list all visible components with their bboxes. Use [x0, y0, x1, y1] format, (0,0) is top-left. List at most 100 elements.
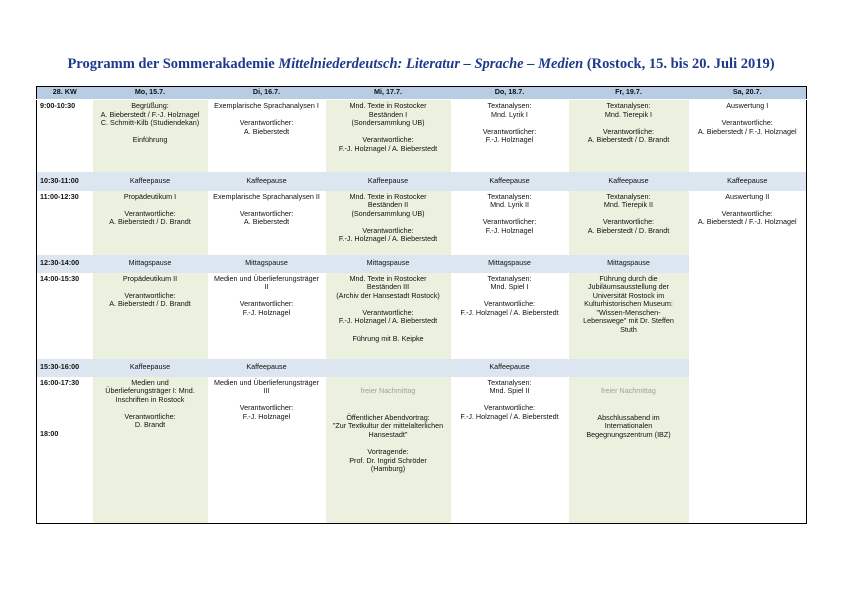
time-start: 16:00-17:30	[40, 377, 80, 387]
line: F.-J. Holznagel	[242, 307, 291, 317]
line: Verantwortliche:	[362, 135, 414, 145]
line: Mnd. Lyrik I	[491, 109, 528, 119]
line: A. Bieberstedt / D. Brandt	[587, 135, 670, 145]
row-afternoon-1: 14:00-15:30 Propädeutikum II Verantwortli…	[37, 272, 807, 359]
cell-mi	[325, 358, 451, 377]
line: F.-J. Holznagel	[485, 135, 534, 145]
line: Mnd. Spiel I	[490, 282, 529, 292]
cell-do: Kaffeepause	[450, 171, 569, 191]
line: Mnd. Tierepik I	[604, 109, 653, 119]
line: Medien und Überlieferungsträger	[213, 377, 320, 387]
line: Verantwortliche:	[721, 208, 773, 218]
line: Beständen II	[367, 200, 409, 210]
line: III	[263, 386, 270, 396]
row-morning-1: 9:00-10:30 Begrüßung:A. Bieberstedt / F.…	[37, 99, 807, 172]
line: Jubiläumsausstellung der	[587, 282, 670, 292]
header-mo: Mo, 15.7.	[92, 86, 208, 100]
line: Verantwortliche:	[721, 118, 773, 128]
cell-do: Mittagspause	[450, 254, 569, 273]
line: Lebenswege" mit Dr. Steffen	[583, 316, 674, 326]
page-title: Programm der Sommerakademie Mittelnieder…	[0, 56, 842, 73]
time-cell: 9:00-10:30	[40, 101, 76, 110]
line: Verantwortliche:	[124, 208, 176, 218]
line: Verantwortlicher:	[482, 217, 537, 227]
line: Verantwortliche:	[124, 290, 176, 300]
line: Verantwortlicher:	[239, 403, 294, 413]
line: Mnd. Texte in Rostocker	[349, 191, 427, 201]
line: F.-J. Holznagel / A. Bieberstedt	[338, 316, 438, 326]
line: (Sondersammlung UB)	[351, 208, 425, 218]
header-fr: Fr, 19.7.	[568, 86, 689, 100]
line: Verantwortliche:	[602, 217, 655, 227]
line: Propädeutikum II	[122, 273, 178, 283]
line: Mnd. Lyrik II	[490, 200, 529, 210]
line: Textanalysen:	[487, 191, 532, 201]
title-suffix: (Rostock, 15. bis 20. Juli 2019)	[583, 56, 775, 72]
cell-sa: Kaffeepause	[688, 171, 807, 191]
line: freier Nachmittag	[360, 386, 416, 396]
header-sa: Sa, 20.7.	[688, 86, 807, 100]
line: Verantwortlicher:	[239, 118, 294, 128]
time-cell: 15:30-16:00	[36, 358, 93, 377]
row-coffee-2: 15:30-16:00 Kaffeepause Kaffeepause Kaff…	[36, 358, 807, 377]
header-mi: Mi, 17.7.	[325, 86, 451, 100]
line: F.-J. Holznagel	[485, 225, 534, 235]
line: Führung durch die	[599, 273, 658, 283]
line: (Hamburg)	[370, 464, 406, 474]
line: "Zur Textkultur der mittelalterlichen	[332, 421, 444, 431]
line: Textanalysen:	[487, 273, 532, 283]
time-cell: 10:30-11:00	[36, 171, 93, 191]
line: Propädeutikum I	[123, 191, 177, 201]
cell-fr: Kaffeepause	[568, 171, 689, 191]
line: Medien und Überlieferungsträger	[213, 273, 320, 283]
line: A. Bieberstedt / F.-J. Holznagel	[100, 109, 200, 119]
time-cell: 11:00-12:30	[40, 191, 79, 201]
line: A. Bieberstedt	[243, 126, 290, 136]
line: Öffentlicher Abendvortrag:	[346, 412, 430, 422]
cell-di: Kaffeepause	[207, 171, 326, 191]
line: Verantwortliche:	[602, 126, 655, 136]
line: Textanalysen:	[487, 377, 532, 387]
header-week: 28. KW	[36, 86, 93, 100]
time-cell: 14:00-15:30	[40, 273, 80, 283]
line: Exemplarische Sprachanalysen II	[213, 191, 320, 201]
header-do: Do, 18.7.	[450, 86, 569, 100]
line: Auswertung I	[726, 101, 769, 110]
line: freier Nachmittag	[601, 386, 656, 396]
line: Verantwortlicher:	[239, 299, 294, 309]
cell-mo: Kaffeepause	[92, 171, 208, 191]
line: Begrüßung:	[131, 101, 169, 110]
line: Beständen III	[366, 282, 410, 292]
line: Stuth	[620, 325, 637, 335]
line: Textanalysen:	[606, 191, 651, 201]
line: Prof. Dr. Ingrid Schröder	[349, 455, 427, 465]
cell-fr: Mittagspause	[568, 254, 689, 273]
cell-mo: Begrüßung:A. Bieberstedt / F.-J. Holznag…	[92, 99, 208, 172]
line: Medien und	[131, 377, 169, 387]
line: F.-J. Holznagel / A. Bieberstedt	[460, 411, 559, 421]
cell-do: Textanalysen:Mnd. Lyrik II Verantwortlich…	[451, 191, 569, 255]
line: Verantwortlicher:	[482, 126, 537, 136]
line: A. Bieberstedt	[243, 217, 290, 227]
line: Mnd. Spiel II	[489, 386, 530, 396]
line: Inschriften in Rostock	[115, 394, 185, 404]
line: A. Bieberstedt / D. Brandt	[587, 225, 670, 235]
row-coffee-1: 10:30-11:00 Kaffeepause Kaffeepause Kaff…	[36, 171, 807, 191]
line: F.-J. Holznagel / A. Bieberstedt	[338, 143, 438, 153]
title-italic: Mittelniederdeutsch: Literatur – Sprache…	[278, 56, 584, 72]
line: Kulturhistorischen Museum:	[584, 299, 673, 309]
line: Führung mit B. Keipke	[352, 333, 424, 343]
line: Begegnungszentrum (IBZ)	[586, 429, 671, 439]
line: Verantwortliche:	[483, 403, 536, 413]
